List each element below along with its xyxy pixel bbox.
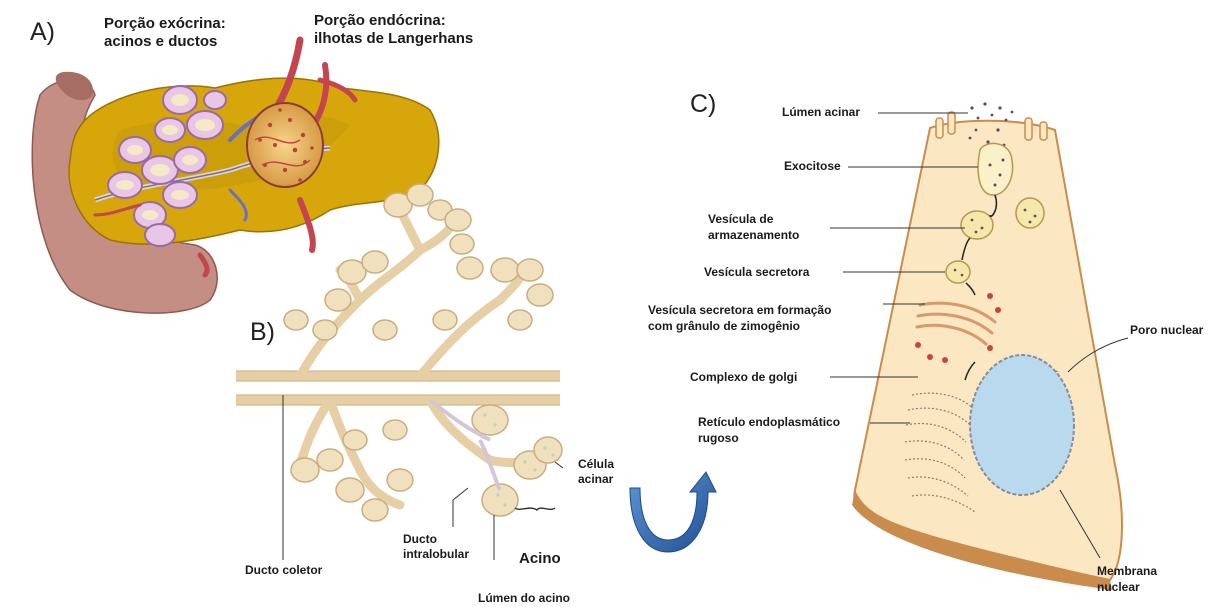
label-lumen-acinar: Lúmen acinar <box>782 104 860 120</box>
label-exocitose: Exocitose <box>784 158 841 174</box>
acinus-duct-tree <box>236 184 563 560</box>
label-celula-acinar: Célula acinar <box>578 457 614 487</box>
label-ducto-coletor: Ducto coletor <box>245 562 322 578</box>
label-membrana-nuclear: Membrana nuclear <box>1097 563 1157 595</box>
label-ducto-intralobular: Ducto intralobular <box>403 532 469 562</box>
label-vesicula-formacao: Vesícula secretora em formação com grânu… <box>648 302 831 334</box>
label-complexo-golgi: Complexo de golgi <box>690 369 797 385</box>
label-exocrine-portion: Porção exócrina: acinos e ductos <box>104 15 226 51</box>
panel-c-letter: C) <box>690 90 716 119</box>
label-poro-nuclear: Poro nuclear <box>1130 322 1203 338</box>
panel-b-letter: B) <box>250 318 275 347</box>
islet-of-langerhans <box>247 103 323 187</box>
nucleus <box>970 355 1074 495</box>
label-acino: Acino <box>519 551 561 567</box>
panel-a-letter: A) <box>30 18 55 47</box>
acinar-cell <box>830 102 1128 590</box>
label-endocrine-portion: Porção endócrina: ilhotas de Langerhans <box>314 12 473 48</box>
label-vesicula-secretora: Vesícula secretora <box>704 264 809 280</box>
zoom-arrow <box>630 472 716 552</box>
label-reticulo: Retículo endoplasmático rugoso <box>698 414 840 446</box>
label-lumen-acino: Lúmen do acino <box>478 590 570 606</box>
label-vesicula-armazenamento: Vesícula de armazenamento <box>708 211 799 243</box>
